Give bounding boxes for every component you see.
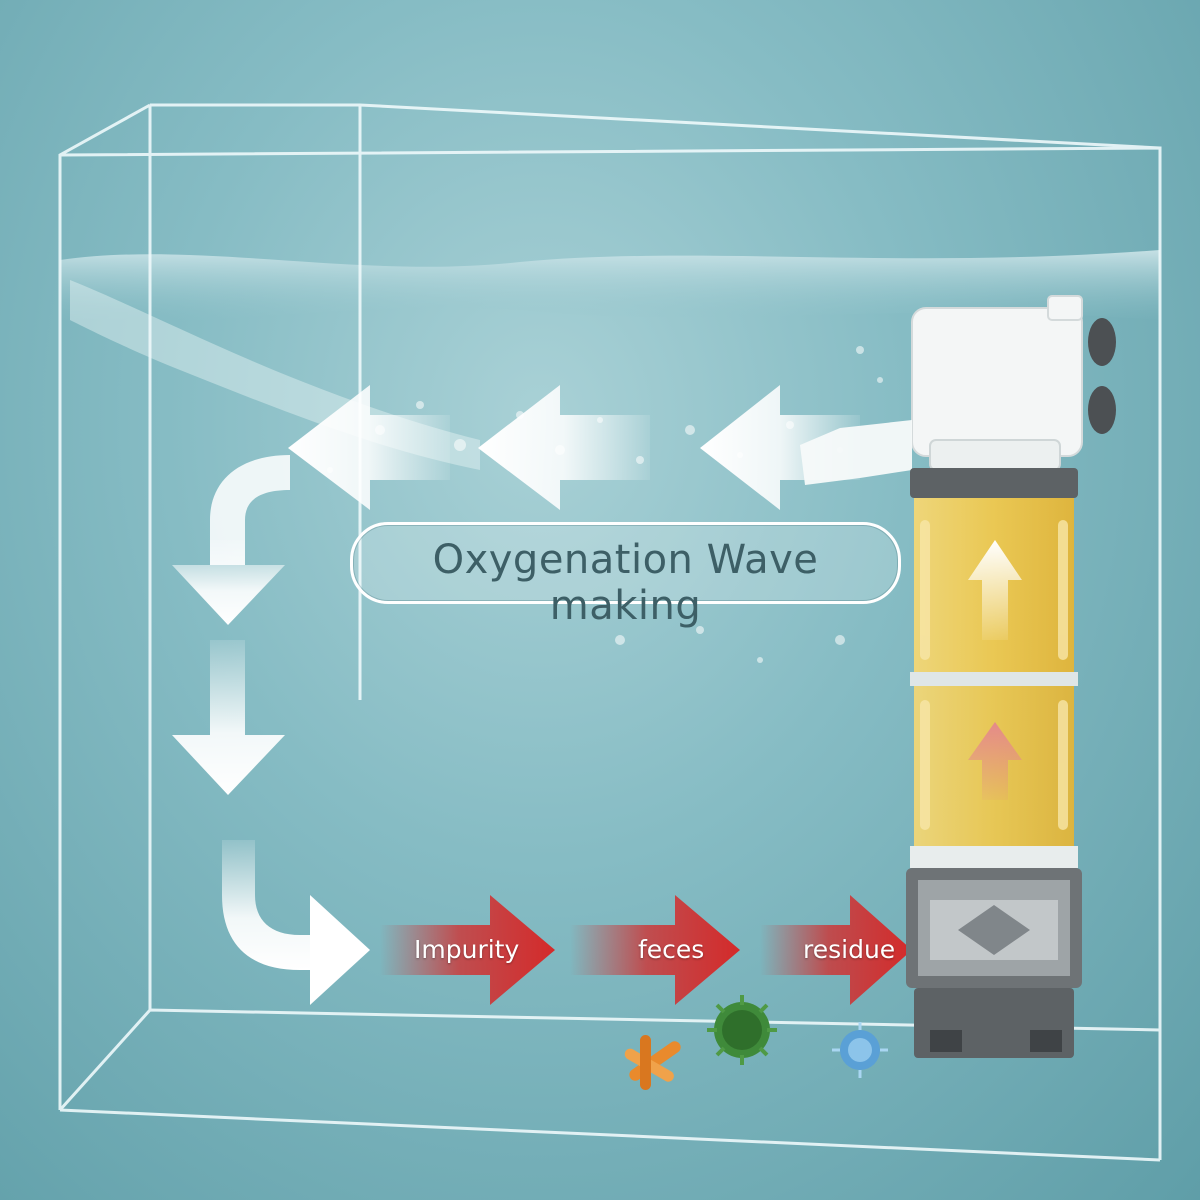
glass-tank (58, 103, 1162, 1162)
media-bottom-band (910, 846, 1078, 868)
debris-arrow-3 (760, 895, 912, 1005)
debris-arrows (380, 895, 912, 1005)
pump-head (911, 307, 1083, 457)
debris-arrow-2 (570, 895, 740, 1005)
water-surface (60, 250, 1160, 323)
flow-curve-bottom (222, 840, 330, 970)
oxygenation-label-pill: Oxygenation Wave making (350, 522, 901, 629)
flow-arrow-right-bottom (310, 895, 370, 1005)
outflow-arrows (288, 385, 860, 510)
blue-microbe-icon (832, 1022, 888, 1078)
suction-cup-top (1088, 318, 1116, 366)
up-arrow-white (968, 540, 1022, 640)
downflow-arrows (172, 455, 370, 1005)
neck (929, 439, 1061, 471)
flow-curve-top (210, 455, 290, 565)
aquarium-filter-icon (800, 295, 1116, 1058)
impeller-blades (958, 905, 1030, 955)
residue-label: residue (803, 935, 896, 964)
suction-cup-bottom (1088, 386, 1116, 434)
impurity-label: Impurity (414, 935, 520, 964)
flow-arrow-left-2 (478, 385, 650, 510)
orange-bacteria-icon (624, 1035, 681, 1090)
flow-arrow-down-1 (172, 540, 285, 625)
chamber-divider (910, 672, 1078, 686)
flow-arrow-down-2 (172, 640, 285, 795)
top-cap (910, 468, 1078, 498)
debris-arrow-1 (380, 895, 555, 1005)
outlet-nozzle (800, 420, 912, 485)
up-arrow-pink (968, 722, 1022, 800)
feces-label: feces (638, 935, 705, 964)
green-microbe-icon (707, 995, 777, 1065)
oxygenation-label: Oxygenation Wave making (432, 537, 819, 629)
flow-arrow-left-3 (288, 385, 450, 510)
